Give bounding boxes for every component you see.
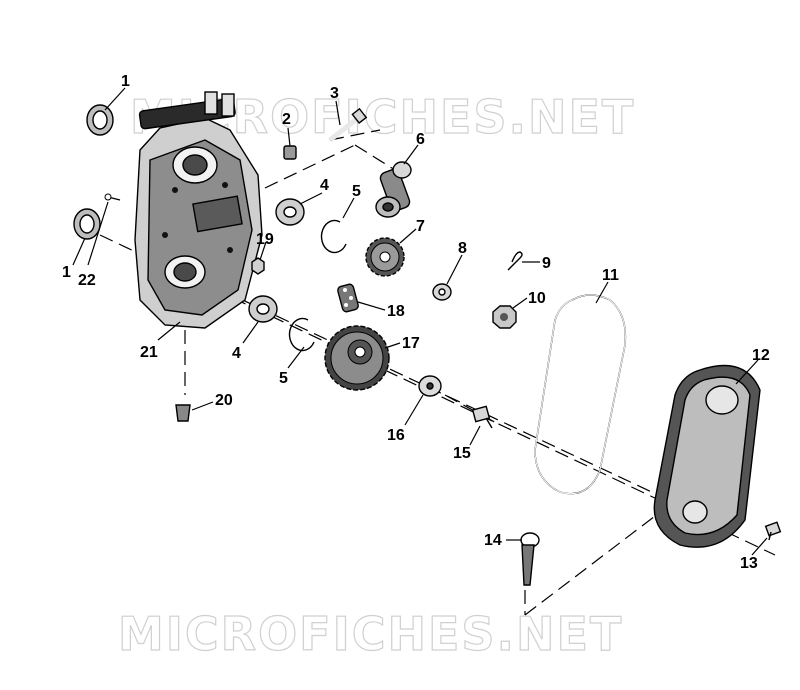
shift-lever bbox=[375, 161, 412, 218]
gear-case-cover bbox=[653, 364, 761, 548]
callout-18: 18 bbox=[387, 303, 405, 320]
washer-upper bbox=[275, 198, 305, 226]
cover-gasket bbox=[534, 294, 627, 495]
drive-chain bbox=[337, 283, 359, 313]
callout-19: 19 bbox=[256, 231, 274, 248]
callout-8: 8 bbox=[458, 240, 467, 257]
castle-nut bbox=[492, 305, 517, 329]
gear-case-housing bbox=[134, 91, 263, 329]
leader-lines bbox=[72, 87, 768, 556]
oil-seal-lower bbox=[73, 208, 101, 240]
long-bolt bbox=[328, 107, 368, 142]
callout-1-lower: 1 bbox=[62, 264, 71, 281]
callout-14: 14 bbox=[484, 532, 502, 549]
callout-1-upper: 1 bbox=[121, 73, 130, 90]
snap-ring-lower bbox=[288, 317, 315, 352]
bushing bbox=[283, 145, 297, 160]
callout-5-upper: 5 bbox=[352, 183, 361, 200]
callout-4-lower: 4 bbox=[232, 345, 241, 362]
cover-bolt bbox=[764, 521, 782, 541]
callout-6: 6 bbox=[416, 131, 425, 148]
washer-lower bbox=[248, 295, 278, 323]
callout-16: 16 bbox=[387, 427, 405, 444]
callout-labels: 1 1 2 3 4 4 5 5 6 7 8 9 10 11 12 13 14 1… bbox=[62, 73, 770, 572]
callout-9: 9 bbox=[542, 255, 551, 272]
callout-10: 10 bbox=[528, 290, 546, 307]
thrust-washer bbox=[418, 375, 442, 397]
locating-pin bbox=[104, 193, 121, 201]
callout-2: 2 bbox=[282, 111, 291, 128]
callout-5-lower: 5 bbox=[279, 370, 288, 387]
cotter-pin bbox=[507, 251, 523, 271]
snap-ring-upper bbox=[320, 219, 347, 254]
drain-plug bbox=[175, 404, 191, 422]
callout-17: 17 bbox=[402, 335, 420, 352]
callout-7: 7 bbox=[416, 218, 425, 235]
callout-21: 21 bbox=[140, 344, 158, 361]
callout-3: 3 bbox=[330, 85, 339, 102]
watermark-bottom: MICROFICHES.NET bbox=[118, 607, 623, 661]
callout-4-upper: 4 bbox=[320, 177, 329, 194]
callout-20: 20 bbox=[215, 392, 233, 409]
drive-sprocket bbox=[365, 237, 405, 277]
dipstick bbox=[520, 532, 540, 586]
callout-15: 15 bbox=[453, 445, 471, 462]
flat-washer bbox=[432, 283, 452, 301]
callout-13: 13 bbox=[740, 555, 758, 572]
large-gear bbox=[324, 325, 390, 391]
callout-11: 11 bbox=[602, 267, 619, 284]
callout-12: 12 bbox=[752, 347, 770, 364]
callout-22: 22 bbox=[78, 272, 96, 289]
oil-seal-upper bbox=[86, 104, 114, 136]
cap-bolt bbox=[471, 405, 493, 429]
small-nut bbox=[251, 257, 265, 275]
